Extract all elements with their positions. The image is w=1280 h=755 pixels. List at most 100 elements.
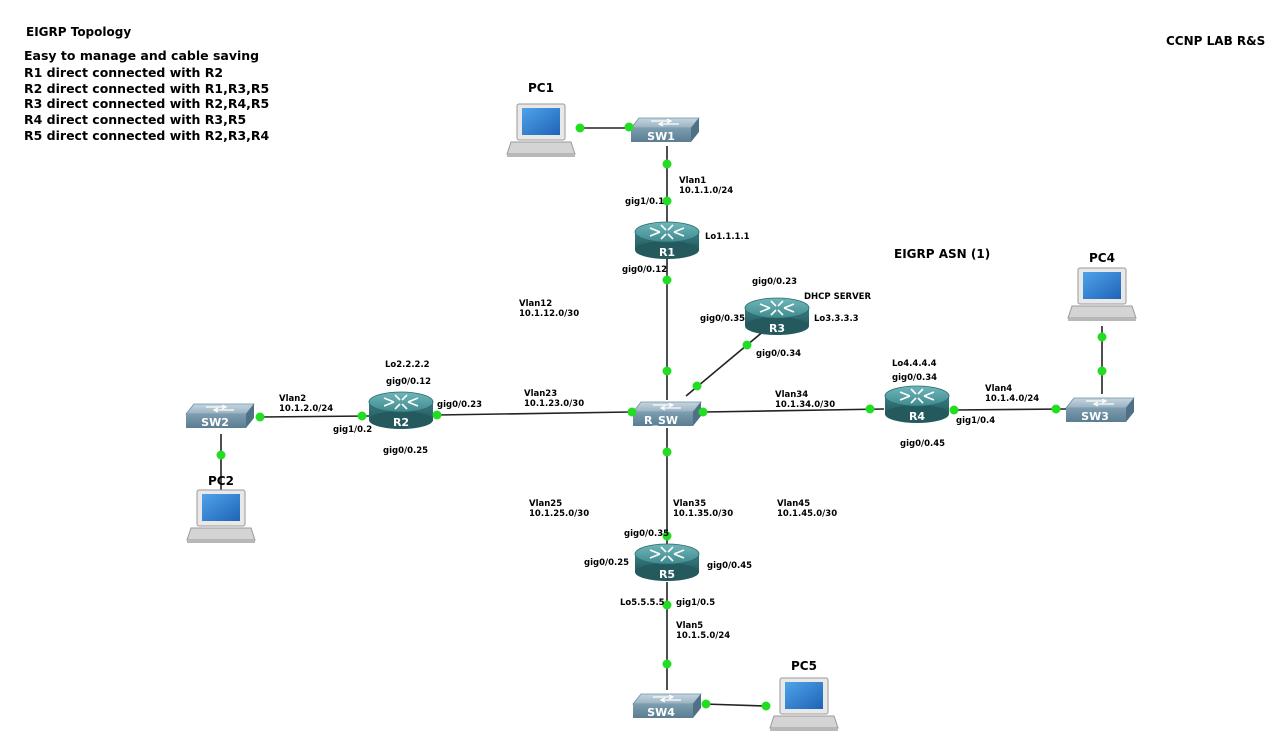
port-dot — [662, 447, 672, 457]
link-r2-rsw — [436, 411, 631, 416]
port-dot — [662, 275, 672, 285]
port-dot — [662, 531, 672, 541]
vlan-subnet: 10.1.23.0/30 — [524, 399, 584, 409]
description-block: Easy to manage and cable saving R1 direc… — [24, 48, 270, 143]
vlan-subnet: 10.1.34.0/30 — [775, 400, 835, 410]
description-line: R4 direct connected with R3,R5 — [24, 112, 246, 127]
interface-label: gig0/0.34 — [756, 349, 801, 359]
vlan-labels: Vlan1 10.1.1.0/24 Vlan12 10.1.12.0/30 Vl… — [279, 176, 1039, 641]
port-dot — [1097, 366, 1107, 376]
port-dot — [662, 366, 672, 376]
interface-label: gig0/0.12 — [622, 265, 667, 275]
loopback-label: Lo4.4.4.4 — [892, 359, 937, 369]
port-dot — [692, 381, 702, 391]
interface-labels: gig1/0.1 Lo1.1.1.1 gig0/0.12 gig0/0.23 D… — [333, 197, 995, 608]
port-dot — [698, 407, 708, 417]
interface-label: gig0/0.45 — [900, 439, 945, 449]
r4-label: R4 — [909, 410, 925, 423]
router-r3[interactable]: R3 — [744, 297, 810, 336]
vlan-name: Vlan25 — [529, 499, 562, 509]
link-rsw-r4 — [703, 408, 885, 413]
port-dot — [255, 412, 265, 422]
sw3-label: SW3 — [1081, 410, 1109, 423]
sw1[interactable]: SW1 — [630, 117, 700, 143]
port-dot — [575, 123, 585, 133]
port-dot — [627, 407, 637, 417]
vlan-subnet: 10.1.45.0/30 — [777, 509, 837, 519]
vlan-name: Vlan34 — [775, 390, 808, 400]
switch-sw3[interactable]: SW3 — [1065, 397, 1135, 423]
interface-label: gig0/0.45 — [707, 561, 752, 571]
pc1[interactable]: PC1 — [506, 81, 576, 158]
interface-label: gig1/0.1 — [625, 197, 664, 207]
vlan-name: Vlan35 — [673, 499, 706, 509]
port-dot — [624, 122, 634, 132]
router-r2[interactable]: R2 — [368, 391, 434, 430]
pc4[interactable]: PC4 — [1067, 251, 1137, 322]
vlan-name: Vlan5 — [676, 621, 703, 631]
interface-label: gig0/0.35 — [700, 314, 745, 324]
pc1-label: PC1 — [528, 81, 554, 95]
r3-role-label: DHCP SERVER — [804, 292, 871, 302]
loopback-label: Lo1.1.1.1 — [705, 232, 750, 242]
pc2[interactable]: PC2 — [186, 474, 256, 544]
vlan-subnet: 10.1.2.0/24 — [279, 404, 333, 414]
link-r4-sw3 — [953, 408, 1067, 411]
router-r5[interactable]: R5 — [634, 543, 700, 582]
loopback-label: Lo3.3.3.3 — [814, 314, 859, 324]
link-sw4-pc5 — [703, 703, 767, 707]
interface-label: gig0/0.25 — [584, 558, 629, 568]
port-dot — [701, 699, 711, 709]
interface-label: gig0/0.35 — [624, 529, 669, 539]
description-line: R1 direct connected with R2 — [24, 65, 223, 80]
diagram-title: EIGRP Topology — [26, 25, 131, 39]
switch-sw2[interactable]: SW2 — [185, 403, 255, 429]
port-dot — [662, 159, 672, 169]
port-dot — [1051, 404, 1061, 414]
pc5-label: PC5 — [791, 659, 817, 673]
vlan-name: Vlan1 — [679, 176, 706, 186]
description-line: Easy to manage and cable saving — [24, 48, 259, 63]
switch-sw4[interactable]: SW4 — [632, 693, 702, 719]
port-dot — [742, 340, 752, 350]
vlan-name: Vlan4 — [985, 384, 1012, 394]
vlan-name: Vlan12 — [519, 299, 552, 309]
r1-label: R1 — [659, 246, 675, 259]
description-line: R3 direct connected with R2,R4,R5 — [24, 96, 269, 111]
router-r4[interactable]: R4 — [884, 385, 950, 424]
port-indicators — [216, 122, 1107, 711]
description-line: R2 direct connected with R1,R3,R5 — [24, 81, 269, 96]
interface-label: gig0/0.12 — [386, 377, 431, 387]
pc5[interactable]: PC5 — [769, 659, 839, 732]
vlan-subnet: 10.1.12.0/30 — [519, 309, 579, 319]
vlan-subnet: 10.1.35.0/30 — [673, 509, 733, 519]
interface-label: gig1/0.4 — [956, 416, 995, 426]
r3-label: R3 — [769, 322, 785, 335]
vlan-subnet: 10.1.25.0/30 — [529, 509, 589, 519]
vlan-name: Vlan2 — [279, 394, 306, 404]
port-dot — [662, 600, 672, 610]
corner-label: CCNP LAB R&S — [1166, 34, 1265, 48]
sw4-label: SW4 — [647, 706, 675, 719]
vlan-subnet: 10.1.1.0/24 — [679, 186, 733, 196]
pc4-label: PC4 — [1089, 251, 1115, 265]
r5-label: R5 — [659, 568, 675, 581]
port-dot — [865, 404, 875, 414]
router-r1[interactable]: R1 — [634, 221, 700, 260]
switch-r-sw[interactable]: R_SW — [632, 401, 702, 427]
sw1-label: SW1 — [647, 130, 675, 143]
vlan-subnet: 10.1.4.0/24 — [985, 394, 1039, 404]
loopback-label: Lo2.2.2.2 — [385, 360, 430, 370]
sw2-label: SW2 — [201, 416, 229, 429]
port-dot — [357, 411, 367, 421]
port-dot — [949, 405, 959, 415]
interface-label: gig0/0.23 — [752, 277, 797, 287]
interface-label: gig0/0.34 — [892, 373, 937, 383]
loopback-label: Lo5.5.5.5 — [620, 598, 665, 608]
port-dot — [662, 196, 672, 206]
r2-label: R2 — [393, 416, 409, 429]
port-dot — [216, 450, 226, 460]
interface-label: gig0/0.25 — [383, 446, 428, 456]
description-line: R5 direct connected with R2,R3,R4 — [24, 128, 270, 143]
